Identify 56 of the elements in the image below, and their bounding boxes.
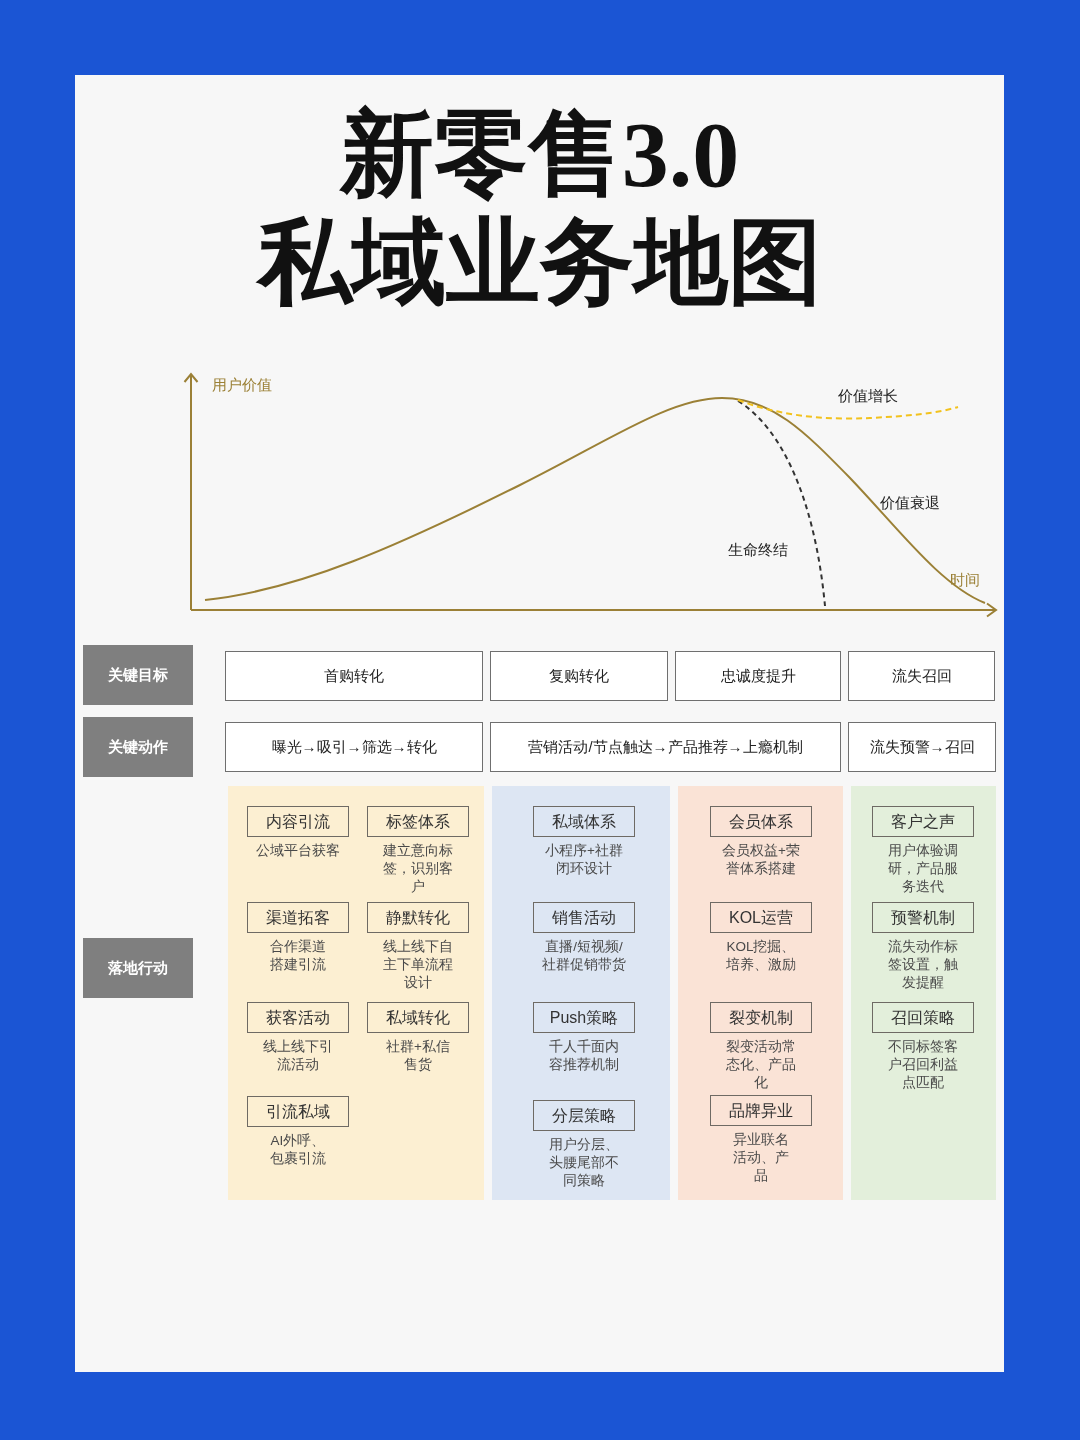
tactic-box: Push策略 bbox=[533, 1002, 635, 1033]
tactic-box: 销售活动 bbox=[533, 902, 635, 933]
tactic-description: 用户分层、头腰尾部不同策略 bbox=[548, 1136, 620, 1190]
column-band bbox=[851, 786, 996, 1200]
tactic-description: 合作渠道搭建引流 bbox=[269, 938, 327, 974]
tactic-box: 静默转化 bbox=[367, 902, 469, 933]
tactic-description: AI外呼、包裹引流 bbox=[269, 1132, 327, 1168]
tactic-description: 直播/短视频/社群促销带货 bbox=[541, 938, 627, 974]
tactic-box: 品牌异业 bbox=[710, 1095, 812, 1126]
action-flow-box: 营销活动/节点触达→产品推荐→上瘾机制 bbox=[490, 722, 841, 772]
axis-label: 用户价值 bbox=[212, 375, 272, 395]
row-header: 关键目标 bbox=[83, 645, 193, 705]
tactic-description: 异业联名活动、产品 bbox=[732, 1131, 790, 1185]
tactic-box: 渠道拓客 bbox=[247, 902, 349, 933]
row-header: 关键动作 bbox=[83, 717, 193, 777]
tactic-description: 会员权益+荣誉体系搭建 bbox=[721, 842, 801, 878]
tactic-description: 公域平台获客 bbox=[255, 842, 341, 860]
column-band bbox=[228, 786, 484, 1200]
tactic-box: 私域体系 bbox=[533, 806, 635, 837]
tactic-description: 千人千面内容推荐机制 bbox=[548, 1038, 620, 1074]
tactic-description: 用户体验调研，产品服务迭代 bbox=[887, 842, 959, 896]
tactic-description: 小程序+社群闭环设计 bbox=[544, 842, 624, 878]
tactic-description: 流失动作标签设置，触发提醒 bbox=[887, 938, 959, 992]
curve-label: 生命终结 bbox=[728, 540, 788, 560]
tactic-box: 引流私域 bbox=[247, 1096, 349, 1127]
tactic-box: 私域转化 bbox=[367, 1002, 469, 1033]
curve-label: 价值衰退 bbox=[880, 493, 940, 513]
axis-label: 时间 bbox=[950, 570, 980, 590]
action-flow-box: 流失预警→召回 bbox=[848, 722, 996, 772]
goal-box: 首购转化 bbox=[225, 651, 483, 701]
tactic-box: 召回策略 bbox=[872, 1002, 974, 1033]
goal-box: 忠诚度提升 bbox=[675, 651, 841, 701]
column-band bbox=[492, 786, 670, 1200]
tactic-description: 裂变活动常态化、产品化 bbox=[725, 1038, 797, 1092]
tactic-description: 建立意向标签，识别客户 bbox=[382, 842, 454, 896]
goal-box: 流失召回 bbox=[848, 651, 995, 701]
action-flow-box: 曝光→吸引→筛选→转化 bbox=[225, 722, 483, 772]
goal-box: 复购转化 bbox=[490, 651, 668, 701]
title: 新零售3.0 私域业务地图 bbox=[255, 101, 823, 316]
tactic-description: 线上线下自主下单流程设计 bbox=[382, 938, 454, 992]
tactic-description: 社群+私信售货 bbox=[385, 1038, 451, 1074]
curve-label: 价值增长 bbox=[838, 386, 898, 406]
column-band bbox=[678, 786, 843, 1200]
tactic-description: KOL挖掘、培养、激励 bbox=[725, 938, 797, 974]
tactic-box: 获客活动 bbox=[247, 1002, 349, 1033]
tactic-box: 客户之声 bbox=[872, 806, 974, 837]
tactic-description: 线上线下引流活动 bbox=[262, 1038, 334, 1074]
row-header: 落地行动 bbox=[83, 938, 193, 998]
tactic-box: 会员体系 bbox=[710, 806, 812, 837]
tactic-description: 不同标签客户召回利益点匹配 bbox=[887, 1038, 959, 1092]
tactic-box: KOL运营 bbox=[710, 902, 812, 933]
tactic-box: 裂变机制 bbox=[710, 1002, 812, 1033]
tactic-box: 预警机制 bbox=[872, 902, 974, 933]
tactic-box: 分层策略 bbox=[533, 1100, 635, 1131]
tactic-box: 内容引流 bbox=[247, 806, 349, 837]
tactic-box: 标签体系 bbox=[367, 806, 469, 837]
